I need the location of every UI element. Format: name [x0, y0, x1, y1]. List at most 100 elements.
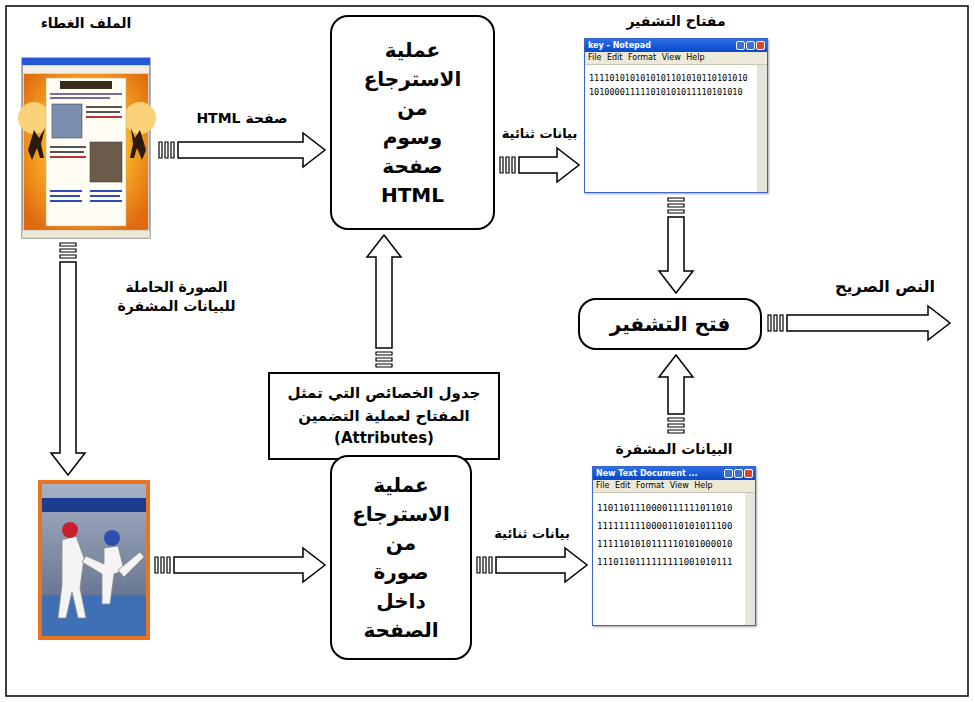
- window-buttons: [724, 469, 753, 478]
- arrow-tail-bar: [159, 142, 162, 158]
- browser-statusbar: [22, 230, 150, 238]
- page-background: [24, 74, 148, 230]
- blue-helmet: [104, 530, 120, 546]
- arrow-tail-bar: [60, 249, 76, 252]
- block-arrow: [659, 355, 693, 414]
- kicker-silhouette: [130, 128, 146, 160]
- block-arrow: [174, 548, 325, 582]
- text-line: [86, 106, 122, 108]
- arrow-tail-bar: [780, 315, 783, 331]
- block-arrow: [367, 235, 401, 348]
- text-line: [90, 195, 120, 197]
- arrow-tail-bar: [376, 358, 392, 361]
- arrow-tail-bar: [161, 557, 164, 573]
- window-menubar: File Edit Format View Help: [585, 52, 767, 65]
- page-photo: [90, 142, 122, 182]
- text-line: [50, 200, 82, 202]
- text-line: [50, 146, 86, 148]
- arrow-tail-bar: [668, 204, 684, 207]
- text-line: [50, 93, 122, 95]
- block-arrow-connector: [500, 148, 579, 182]
- block-arrow-connector: [659, 355, 693, 433]
- edge-label: صفحة HTML: [196, 109, 287, 128]
- sun-disc: [18, 102, 50, 134]
- text-line: [50, 195, 80, 197]
- arrow-tail-bar: [500, 157, 503, 173]
- block-arrow-connector: [159, 133, 325, 167]
- arrow-tail-bar: [477, 557, 480, 573]
- block-arrow: [51, 262, 85, 475]
- binary-line: 1101101110000111111011010: [597, 499, 741, 517]
- cover-screenshot: [18, 58, 156, 238]
- photo-border: [38, 480, 150, 640]
- binary-line: 1111111110000110101011100: [597, 517, 741, 535]
- window-title: New Text Document ...: [596, 467, 698, 480]
- binary-line: 1110110111111111001010111: [597, 553, 741, 571]
- block-arrow: [659, 217, 693, 293]
- window-content: 1111010101010101101010110101010101000011…: [585, 65, 767, 192]
- window-button: [744, 469, 753, 478]
- arrow-tail-bar: [668, 418, 684, 421]
- window-caption: البيانات المشفرة: [592, 438, 756, 460]
- arrow-tail-bar: [376, 364, 392, 367]
- edge-label: بيانات ثنائية: [502, 125, 578, 143]
- figure-frame: الملف الغطاء: [18, 12, 154, 238]
- arrow-tail-bar: [668, 424, 684, 427]
- arrow-tail-bar: [668, 430, 684, 433]
- process-label: عملية الاسترجاع من وسوم صفحة HTML: [340, 36, 485, 210]
- menu-items: File Edit Format View Help: [596, 480, 752, 492]
- window-buttons: [736, 41, 765, 50]
- process-box: عملية الاسترجاع من صورة داخل الصفحة: [330, 455, 472, 660]
- page-logo: [60, 81, 112, 89]
- menu-items: File Edit Format View Help: [588, 52, 764, 64]
- arrow-tail-bar: [60, 243, 76, 246]
- page-photo: [52, 104, 82, 138]
- arrow-tail-bar: [376, 352, 392, 355]
- figure-area: [18, 58, 154, 238]
- browser-titlebar: [22, 58, 150, 65]
- window-title: key - Notepad: [588, 39, 651, 52]
- block-arrow-connector: [155, 548, 325, 582]
- arrow-tail-bar: [155, 557, 158, 573]
- window-menubar: File Edit Format View Help: [593, 480, 755, 493]
- window-titlebar: New Text Document ...: [593, 467, 755, 480]
- notepad-window: مفتاح التشفير key - NotepadFile Edit Form…: [584, 10, 768, 193]
- arrow-tail-bar: [165, 142, 168, 158]
- fighter-left: [58, 536, 86, 618]
- window-frame: key - NotepadFile Edit Format View Help1…: [584, 38, 768, 193]
- binary-line: 101000011111010101011110101010: [589, 85, 753, 99]
- photo-background: [42, 484, 146, 636]
- window-caption: مفتاح التشفير: [584, 10, 768, 32]
- carrier-photo: [38, 480, 150, 640]
- arrow-tail-bar: [774, 315, 777, 331]
- sun-disc: [124, 102, 156, 134]
- text-line: [86, 116, 122, 118]
- output-arrow: [768, 306, 950, 340]
- process-label: عملية الاسترجاع من صورة داخل الصفحة: [340, 471, 462, 645]
- fighter-right: [82, 546, 124, 604]
- window-button: [736, 41, 745, 50]
- window-titlebar: key - Notepad: [585, 39, 767, 52]
- window-button: [746, 41, 755, 50]
- window-button: [734, 469, 743, 478]
- block-arrow: [178, 133, 325, 167]
- arrow-tail-bar: [668, 210, 684, 213]
- block-arrow-connector: [51, 243, 85, 475]
- process-label: فتح التشفير: [610, 310, 731, 339]
- window-button: [756, 41, 765, 50]
- arrow-tail-bar: [668, 198, 684, 201]
- arrow-tail-bar: [506, 157, 509, 173]
- text-line: [50, 151, 84, 153]
- arrow-tail-bar: [60, 255, 76, 258]
- output-label: النص الصريح: [815, 276, 955, 298]
- arrow-tail-bar: [768, 315, 771, 331]
- kicking-leg: [118, 552, 144, 577]
- browser-window: [22, 58, 150, 238]
- page-panel: [46, 78, 126, 226]
- figure-frame: [38, 480, 150, 640]
- table-label: جدول الخصائص التي تمثل المفتاح لعملية ال…: [280, 382, 488, 450]
- block-arrow-connector: [367, 235, 401, 367]
- text-line: [50, 97, 110, 99]
- binary-line: 1111010101010101101010110101010: [589, 71, 753, 85]
- text-line: [90, 200, 122, 202]
